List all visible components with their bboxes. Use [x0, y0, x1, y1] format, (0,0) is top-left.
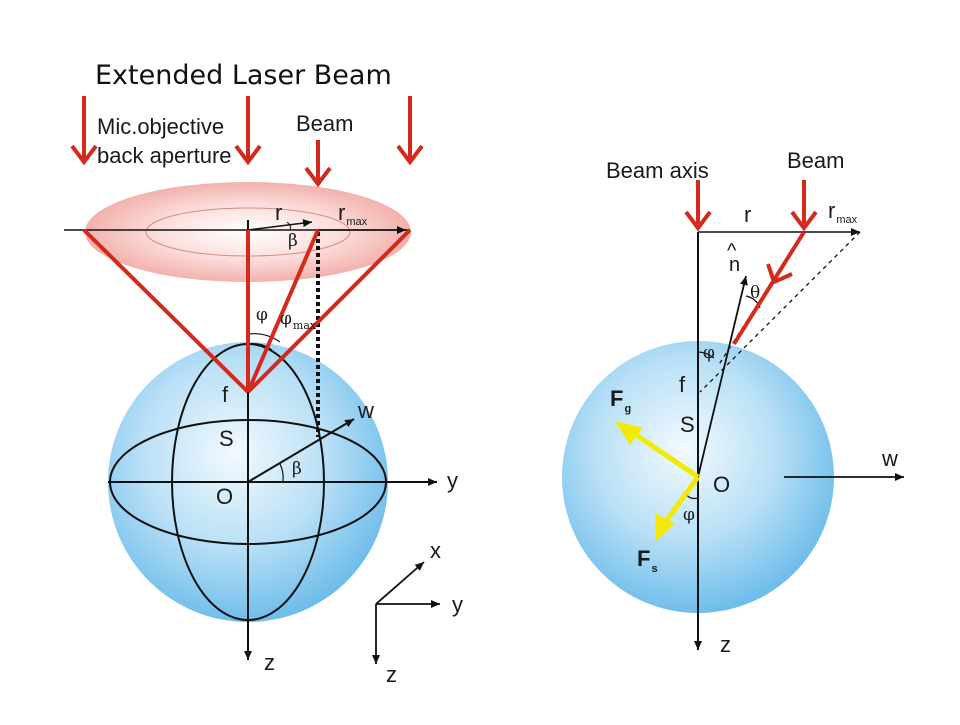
- z-label: z: [264, 650, 275, 675]
- beta-arc-top: [286, 221, 292, 231]
- diagram-title: Extended Laser Beam: [95, 60, 392, 91]
- sphere-center-s-label: S: [219, 426, 234, 451]
- right-beam-label: Beam: [787, 148, 844, 173]
- refracted-ray-arrowhead: [766, 263, 793, 285]
- phi-max-arc: [247, 333, 281, 343]
- left-beam-label: Beam: [296, 111, 353, 136]
- dashed-rmax-ray: [699, 231, 861, 393]
- back-aperture-label: back aperture: [97, 143, 232, 168]
- beam-axis-label: Beam axis: [606, 158, 709, 183]
- gradient-force-arrowhead: [614, 421, 643, 445]
- beam-center-arrowhead: [234, 144, 262, 166]
- beam-r-arrowhead: [304, 166, 332, 188]
- right-z-label: z: [720, 632, 731, 657]
- scattering-force-line: [661, 475, 701, 526]
- r-label: r: [275, 200, 282, 225]
- right-beam-arrowhead: [790, 210, 818, 232]
- phi-label: φ: [256, 305, 268, 325]
- beam-axis-arrowhead: [684, 210, 712, 232]
- fg-label: Fg: [610, 386, 631, 415]
- n-hat-label: n: [729, 254, 740, 276]
- triad-z-label: z: [386, 662, 397, 687]
- focus-f-label: f: [222, 382, 229, 407]
- r-vector: [247, 219, 313, 231]
- scattering-force-arrowhead: [655, 513, 675, 542]
- phi-max-label: φmax: [280, 309, 317, 332]
- left-panel: Mic.objective back aperture Beam r rmax …: [64, 96, 463, 687]
- right-r-label: r: [744, 202, 751, 227]
- right-panel: Beam axis Beam r rmax ^ n θ φ f S Fg w O…: [562, 148, 904, 657]
- n-hat-mark: ^: [727, 240, 737, 262]
- triad-x-label: x: [430, 538, 441, 563]
- phi-arc: [247, 343, 273, 351]
- fs-label: Fs: [637, 546, 658, 575]
- phi-top-arc: [697, 351, 715, 359]
- right-beams: [684, 180, 818, 346]
- left-beams: [70, 96, 424, 394]
- mic-objective-label: Mic.objective: [97, 114, 224, 139]
- beam-left-edge-arrowhead: [70, 144, 98, 166]
- refracted-ray: [732, 230, 806, 346]
- phi-bottom-label: φ: [683, 505, 695, 525]
- beta-arc-equator: [279, 463, 284, 483]
- phi-top-label: φ: [703, 343, 715, 363]
- right-w-label: w: [881, 446, 898, 471]
- y-label: y: [447, 468, 458, 493]
- ray-r: [246, 229, 320, 393]
- beam-right-edge-arrowhead: [396, 144, 424, 166]
- coordinate-triad: x y z: [372, 538, 463, 687]
- r-max-label: rmax: [338, 200, 368, 228]
- ray-left: [82, 228, 250, 394]
- right-r-max-label: rmax: [828, 198, 858, 226]
- beta-top-label: β: [288, 231, 298, 251]
- gradient-force-line: [630, 429, 700, 480]
- ray-right: [246, 228, 412, 394]
- w-axis-line: [247, 418, 355, 483]
- triad-x-axis: [375, 561, 425, 605]
- right-s-label: S: [680, 412, 695, 437]
- beta-equator-label: β: [292, 459, 302, 479]
- right-o-label: O: [713, 472, 730, 497]
- force-vectors: [614, 421, 701, 542]
- origin-o-label: O: [216, 484, 233, 509]
- triad-y-label: y: [452, 592, 463, 617]
- theta-label: θ: [750, 283, 760, 303]
- normal-n-vector: [697, 275, 748, 478]
- w-label: w: [357, 398, 374, 423]
- right-f-label: f: [679, 372, 686, 397]
